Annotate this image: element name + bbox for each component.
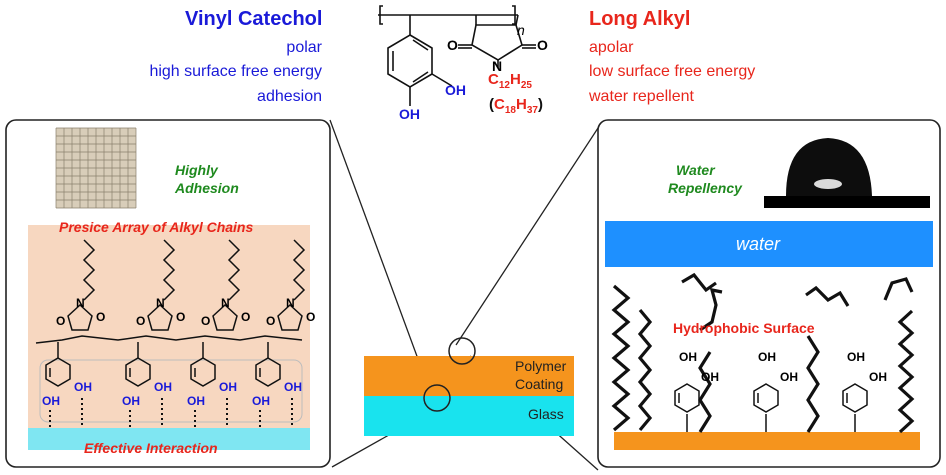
catechol-zone	[39, 359, 303, 423]
alkyl-prop-surface-energy: low surface free energy	[589, 63, 756, 80]
highly-label: Highly	[175, 162, 218, 178]
catechol-prop-surface-energy: high surface free energy	[149, 63, 322, 80]
left-imide-n: N	[286, 296, 295, 310]
alkyl-prop-water-repellent: water repellent	[589, 88, 694, 105]
catechol-prop-adhesion: adhesion	[257, 88, 322, 105]
water-label-1: Water	[676, 162, 715, 178]
hydrophobic-surface-label: Hydrophobic Surface	[673, 320, 815, 336]
left-carbonyl-o: O	[96, 310, 106, 324]
left-oh-para: OH	[42, 394, 60, 408]
water-layer	[605, 221, 933, 267]
alkyl-c18: (C18H37)	[489, 96, 543, 116]
right-oh-para: OH	[847, 350, 865, 364]
left-carbonyl-o: O	[241, 310, 251, 324]
adhesion-label: Adhesion	[175, 180, 239, 196]
left-carbonyl-o: O	[136, 314, 146, 328]
left-oh-meta: OH	[74, 380, 92, 394]
glass-label: Glass	[528, 406, 564, 422]
left-oh-meta: OH	[154, 380, 172, 394]
carbonyl-o-right: O	[537, 37, 548, 53]
left-oh-para: OH	[252, 394, 270, 408]
repeat-n: n	[517, 22, 525, 38]
left-imide-n: N	[156, 296, 165, 310]
oh-meta: OH	[445, 82, 466, 98]
polymer-label-2: Coating	[515, 376, 564, 392]
alkyl-c12: C12H25	[488, 71, 532, 91]
left-carbonyl-o: O	[266, 314, 276, 328]
alkyl-chains	[611, 272, 915, 434]
right-oh-para: OH	[758, 350, 776, 364]
imide-n: N	[492, 58, 503, 74]
left-oh-meta: OH	[284, 380, 302, 394]
left-oh-meta: OH	[219, 380, 237, 394]
catechol-units	[674, 383, 868, 432]
left-carbonyl-o: O	[306, 310, 316, 324]
right-oh-meta: OH	[869, 370, 887, 384]
long-alkyl-title: Long Alkyl	[589, 8, 691, 30]
glass-layer	[364, 396, 574, 436]
left-carbonyl-o: O	[201, 314, 211, 328]
left-imide-n: N	[76, 296, 85, 310]
vinyl-catechol-title: Vinyl Catechol	[185, 8, 323, 30]
left-imide-n: N	[221, 296, 230, 310]
left-molecule	[35, 239, 306, 428]
right-oh-para: OH	[679, 350, 697, 364]
carbonyl-o-left: O	[447, 37, 458, 53]
left-oh-para: OH	[122, 394, 140, 408]
left-oh-para: OH	[187, 394, 205, 408]
water-label-2: Repellency	[668, 180, 742, 196]
left-substrate	[28, 428, 310, 450]
alkyl-prop-apolar: apolar	[589, 39, 634, 56]
effective-interaction-label: Effective Interaction	[84, 440, 218, 456]
catechol-prop-polar: polar	[286, 39, 322, 56]
right-oh-meta: OH	[780, 370, 798, 384]
water-text: water	[736, 234, 781, 254]
polymer-label-1: Polymer	[515, 358, 567, 374]
right-oh-meta: OH	[701, 370, 719, 384]
left-carbonyl-o: O	[176, 310, 186, 324]
right-substrate	[614, 432, 920, 450]
polymer-structure	[378, 5, 536, 106]
zoom-circle-bottom	[423, 384, 451, 412]
adhesion-grid-photo	[55, 127, 137, 209]
oh-para: OH	[399, 106, 420, 122]
left-panel-bg	[28, 225, 310, 450]
water-droplet-photo	[762, 128, 932, 210]
zoom-circle-top	[448, 337, 476, 365]
alkyl-array-label: Presice Array of Alkyl Chains	[59, 219, 254, 235]
left-carbonyl-o: O	[56, 314, 66, 328]
